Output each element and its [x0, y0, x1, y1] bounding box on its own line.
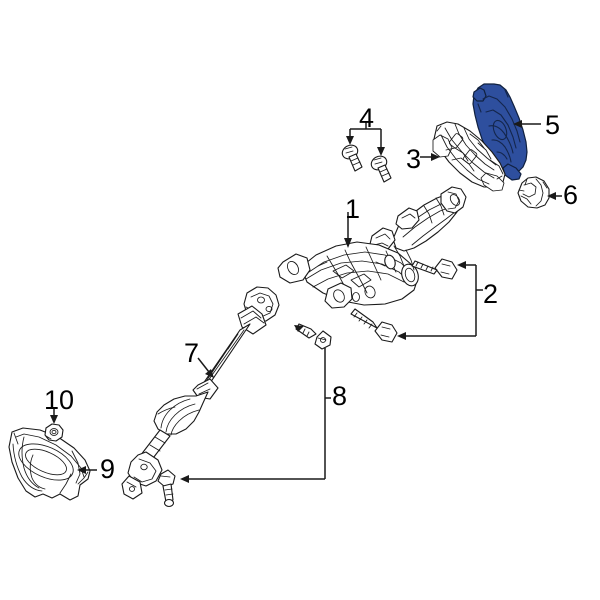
callout-label-9[interactable]: 9: [100, 454, 116, 484]
part-2-bolt-lower[interactable]: [350, 308, 398, 343]
callout-label-6[interactable]: 6: [563, 180, 579, 210]
part-8-bolt-upper[interactable]: [294, 323, 332, 350]
part-3-column-switch-housing[interactable]: [432, 121, 506, 192]
leader-7: [197, 357, 214, 378]
part-10-boot-retaining-nut[interactable]: [44, 423, 64, 442]
leader-2: [397, 261, 483, 340]
leader-3: [420, 153, 440, 161]
callout-label-4[interactable]: 4: [359, 103, 375, 133]
callout-label-7[interactable]: 7: [184, 338, 200, 368]
leader-10: [50, 409, 58, 424]
leader-4: [346, 122, 385, 156]
callout-label-2[interactable]: 2: [483, 279, 499, 309]
callout-label-1[interactable]: 1: [345, 194, 361, 224]
part-7-intermediate-shaft[interactable]: [121, 286, 280, 500]
part-5-clockspring-bracket[interactable]: [472, 83, 528, 181]
leader-5: [513, 120, 541, 128]
leader-8: [180, 348, 331, 483]
part-2-bolt-upper[interactable]: [411, 258, 458, 280]
part-9-lower-column-boot-shield[interactable]: [8, 427, 91, 501]
callout-label-5[interactable]: 5: [545, 110, 561, 140]
leader-6: [547, 192, 562, 200]
part-6-ignition-lock-module[interactable]: [517, 176, 550, 209]
leader-1: [344, 212, 352, 248]
callout-label-3[interactable]: 3: [406, 144, 422, 174]
part-4-screw-right[interactable]: [369, 154, 392, 183]
callout-label-8[interactable]: 8: [332, 381, 348, 411]
part-4-screw-left[interactable]: [340, 143, 363, 172]
part-1-steering-column-assembly[interactable]: [277, 186, 467, 309]
part-8-bolt-lower[interactable]: [157, 469, 176, 508]
callout-label-10[interactable]: 10: [44, 385, 75, 415]
leader-9: [77, 466, 97, 474]
